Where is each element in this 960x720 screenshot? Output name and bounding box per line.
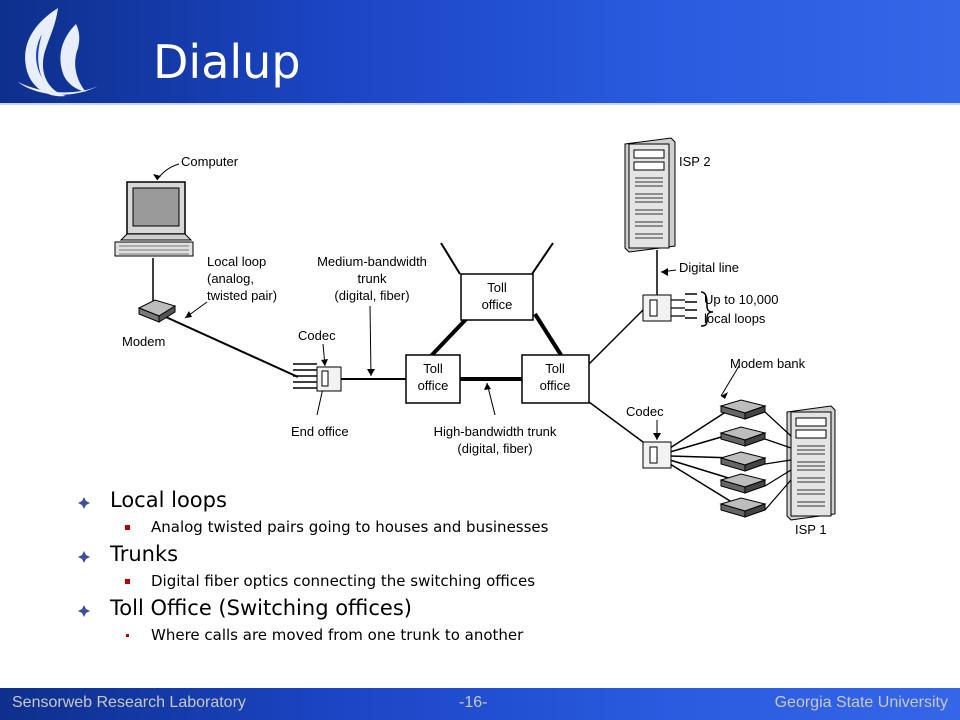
label-modem-bank: Modem bank: [730, 356, 806, 371]
codec-modem-links: [669, 405, 736, 505]
footer-bar: Sensorweb Research Laboratory -16- Georg…: [0, 688, 960, 720]
label-toll-right: Toll: [545, 361, 565, 376]
toll-office-left-box: [405, 354, 461, 404]
label-codec-left: Codec: [298, 328, 336, 343]
local-loop-line: [156, 312, 299, 378]
bullet-toll-office: Toll Office (Switching offices): [78, 594, 638, 624]
label-toll-left: Toll: [423, 361, 443, 376]
codec-right-icon: [642, 441, 672, 469]
sub-bullet-text: Analog twisted pairs going to houses and…: [151, 518, 549, 536]
sub-bullet-text: Digital fiber optics connecting the swit…: [151, 572, 536, 590]
dialup-network-diagram: Computer Modem Local loop (analog, twist…: [114, 137, 836, 537]
label-medium-trunk-2: trunk: [358, 271, 387, 286]
trunk-right-to-modembank: [588, 401, 644, 443]
label-computer: Computer: [181, 154, 239, 169]
local-loops-brace: [685, 291, 714, 327]
sub-bullet: Analog twisted pairs going to houses and…: [78, 516, 638, 540]
label-codec-right: Codec: [626, 404, 664, 419]
slide-title: Dialup: [153, 35, 301, 89]
bullet-square-icon: [125, 579, 130, 584]
modem-icon: [137, 299, 177, 323]
bullet-list: Local loops Analog twisted pairs going t…: [78, 486, 638, 648]
label-medium-trunk-3: (digital, fiber): [334, 288, 409, 303]
modem-bank-icon: [719, 399, 767, 518]
label-digital-line: Digital line: [679, 260, 739, 275]
label-local-loop-3: twisted pair): [207, 288, 277, 303]
label-up-to: Up to 10,000: [704, 292, 778, 307]
label-local-loop-2: (analog,: [207, 271, 254, 286]
trunk-right-to-isp2: [588, 309, 644, 365]
codec-left-icon: [316, 366, 342, 392]
label-local-loop: Local loop: [207, 254, 266, 269]
server-isp2-icon: [624, 137, 676, 253]
server-isp1-icon: [786, 405, 836, 521]
toll-office-right-box: [521, 354, 590, 404]
label-end-office: End office: [291, 424, 349, 439]
bullet-diamond-icon: [78, 497, 90, 509]
trunk-top-right-stub: [531, 242, 554, 275]
toll-office-top-box: [460, 273, 534, 321]
codec-isp2-icon: [642, 294, 685, 322]
computer-icon: [114, 181, 194, 257]
label-toll-top-2: office: [482, 297, 513, 312]
bullet-square-icon: [125, 525, 130, 530]
bullet-local-loops: Local loops: [78, 486, 638, 516]
bullet-diamond-icon: [78, 551, 90, 563]
trunk-toll-right-top: [533, 312, 563, 357]
bullet-square-icon: [126, 634, 129, 637]
label-toll-left-2: office: [418, 378, 449, 393]
trunk-top-left-stub: [440, 242, 461, 275]
label-modem: Modem: [122, 334, 165, 349]
trunk-toll-left-top: [428, 312, 473, 359]
sub-bullet: Where calls are moved from one trunk to …: [78, 624, 638, 648]
end-office-loops: [293, 363, 317, 389]
label-isp2: ISP 2: [679, 154, 711, 169]
label-high-trunk-2: (digital, fiber): [457, 441, 532, 456]
label-high-trunk: High-bandwidth trunk: [434, 424, 557, 439]
sub-bullet-text: Where calls are moved from one trunk to …: [151, 626, 524, 644]
footer-page-number: -16-: [459, 694, 488, 711]
label-isp1: ISP 1: [795, 522, 827, 537]
flame-logo-icon: [18, 8, 98, 97]
bullet-text: Trunks: [110, 542, 179, 566]
footer-lab: Sensorweb Research Laboratory: [12, 694, 246, 711]
bullet-diamond-icon: [78, 605, 90, 617]
bullet-text: Toll Office (Switching offices): [110, 596, 412, 620]
label-toll-right-2: office: [540, 378, 571, 393]
label-up-to-2: local loops: [704, 311, 766, 326]
bullet-trunks: Trunks: [78, 540, 638, 570]
label-medium-trunk: Medium-bandwidth: [317, 254, 427, 269]
footer-university: Georgia State University: [774, 694, 948, 711]
title-bar: [0, 0, 960, 103]
title-divider: [0, 103, 960, 105]
bullet-text: Local loops: [110, 488, 227, 512]
sub-bullet: Digital fiber optics connecting the swit…: [78, 570, 638, 594]
label-toll-top: Toll: [487, 280, 507, 295]
